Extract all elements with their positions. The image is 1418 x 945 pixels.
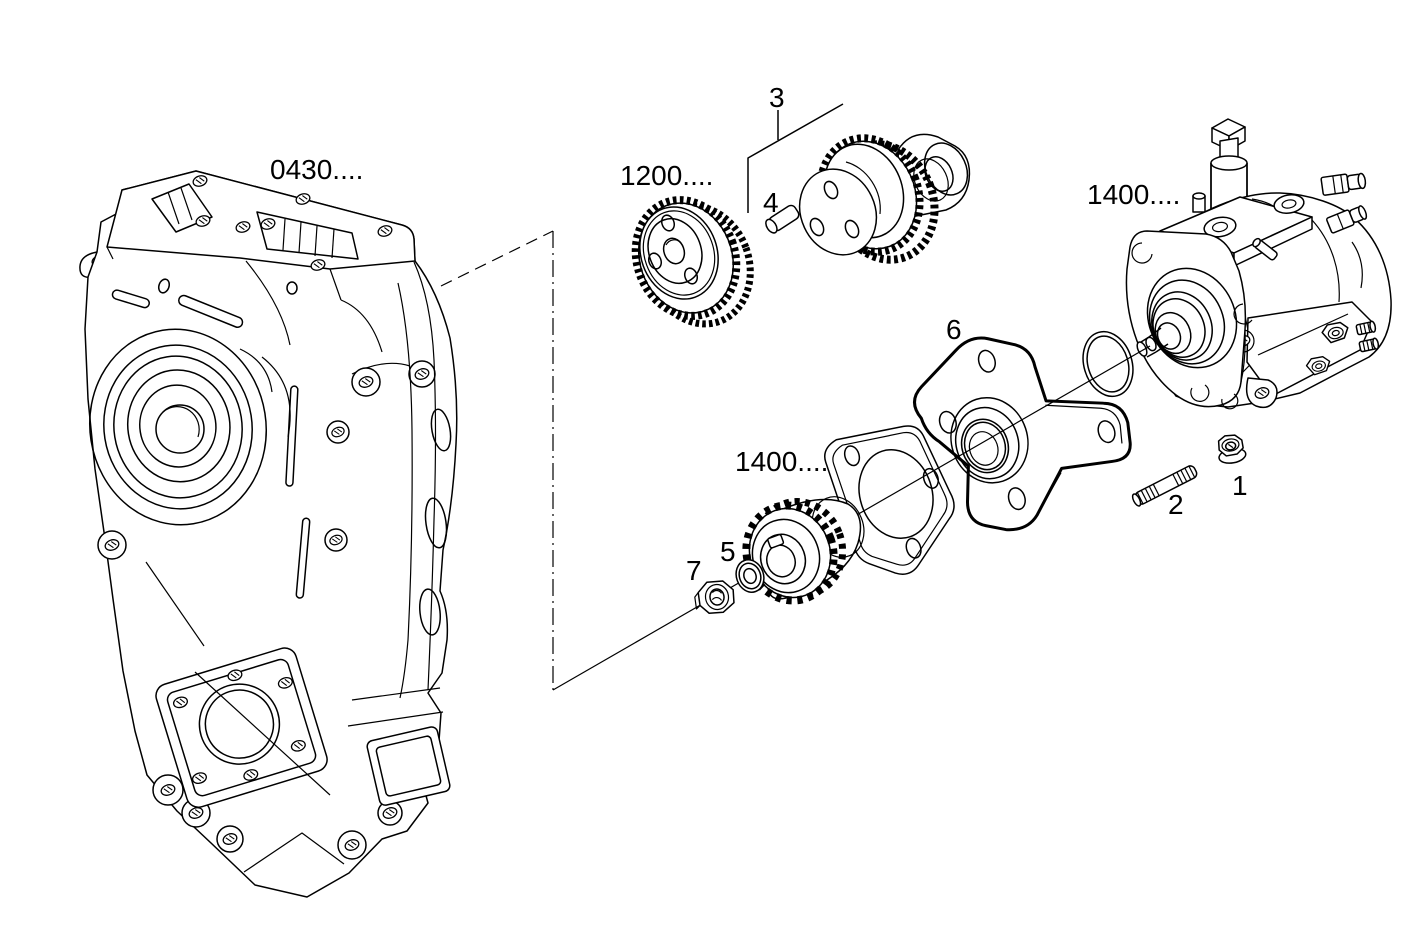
stud-drawing (1131, 465, 1198, 507)
labels: 0430.... 1200.... 3 4 1400.... 6 1400...… (270, 82, 1248, 586)
housing-bottom-window (366, 726, 451, 806)
label-housing-ref: 0430.... (270, 154, 363, 185)
label-callout-3: 3 (769, 82, 785, 113)
washer-drawing (735, 559, 765, 593)
injection-pump-drawing (1125, 118, 1392, 410)
construction-lines (440, 230, 554, 690)
drive-gear-assembly-drawing (798, 133, 971, 264)
housing-bearing-bore (88, 328, 268, 526)
housing-pump-mount-flange (155, 647, 328, 808)
nut-1-drawing (1217, 434, 1247, 464)
label-pump-ref: 1400.... (1087, 179, 1180, 210)
label-callout-6: 6 (946, 314, 962, 345)
label-callout-7: 7 (686, 555, 702, 586)
engine-housing-drawing (79, 170, 458, 898)
callout-3-bracket (747, 103, 844, 213)
label-timing-gear-ref: 1200.... (620, 160, 713, 191)
label-callout-2: 2 (1168, 489, 1184, 520)
pinion-gear-drawing (742, 496, 865, 605)
o-ring-drawing (1082, 330, 1134, 398)
label-callout-1: 1 (1232, 470, 1248, 501)
label-callout-5: 5 (720, 536, 736, 567)
timing-gear-drawing (631, 196, 754, 328)
pump-front-flange (1125, 230, 1247, 408)
mounting-flange-drawing (913, 336, 1132, 532)
nut-7-drawing (694, 580, 735, 614)
label-pinion-ref: 1400.... (735, 446, 828, 477)
label-callout-4: 4 (763, 187, 779, 218)
dowel-pin-drawing (765, 204, 800, 234)
